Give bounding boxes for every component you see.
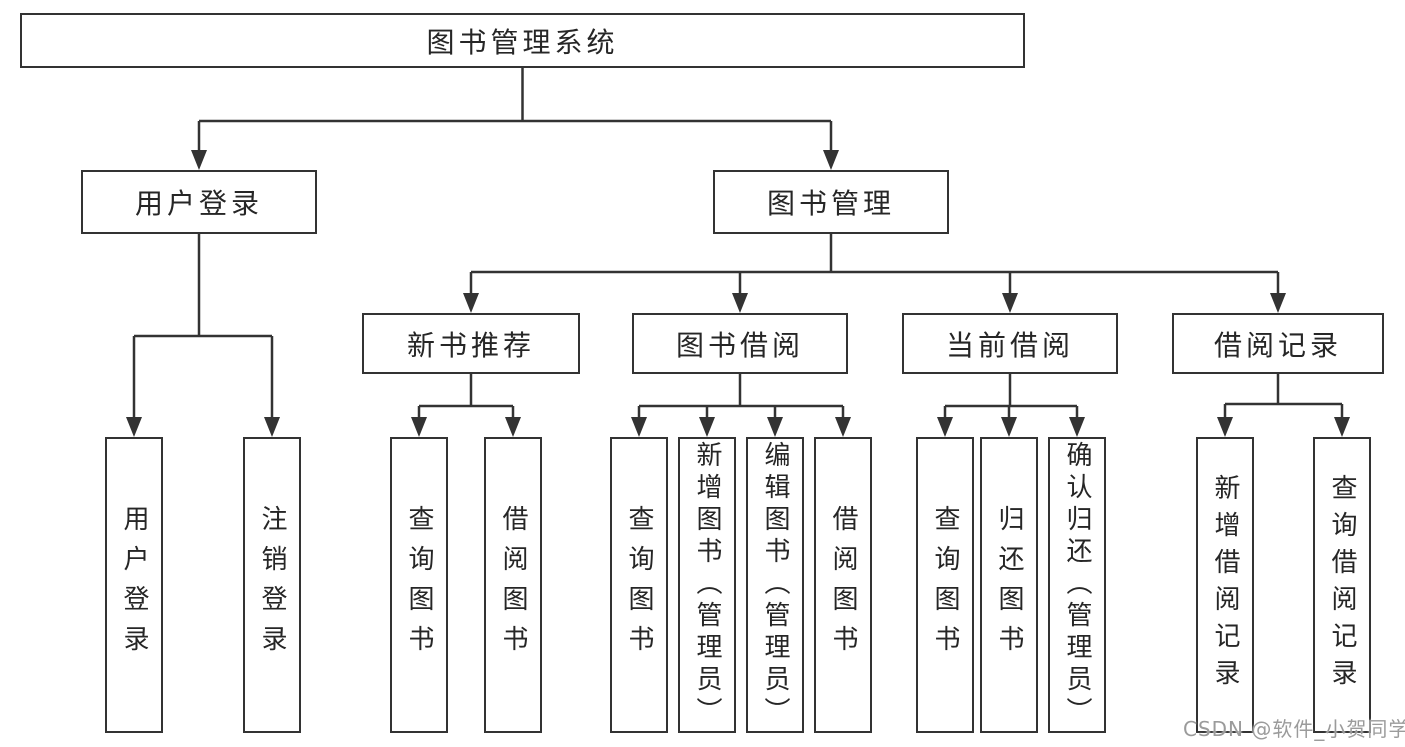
connector-borrow-records-group xyxy=(1223,374,1344,419)
node-label: 图书借阅 xyxy=(675,328,804,362)
node-user-login: 用户登录 xyxy=(81,170,317,234)
connector-lines xyxy=(132,68,1344,419)
node-leaf-query-books-borrow: 查询图书 xyxy=(610,437,668,733)
csdn-watermark: CSDN @软件_小贺同学 xyxy=(1183,717,1405,741)
node-book-management: 图书管理 xyxy=(713,170,949,234)
node-label: 图书管理 xyxy=(766,187,895,220)
node-label: 查询图书 xyxy=(624,505,654,665)
node-label: 查询借阅记录 xyxy=(1327,474,1357,696)
node-current-borrow: 当前借阅 xyxy=(902,313,1118,374)
node-leaf-confirm-return-admin: 确认归还（管理员） xyxy=(1048,437,1106,733)
node-label: 用户登录 xyxy=(134,187,263,220)
arrowhead xyxy=(191,150,207,170)
node-label: 用户登录 xyxy=(119,505,149,665)
arrowhead xyxy=(463,293,479,313)
arrowhead xyxy=(264,417,280,437)
node-label: 新增图书（管理员） xyxy=(692,441,722,729)
node-label: 确认归还（管理员） xyxy=(1062,441,1092,729)
arrowhead xyxy=(1217,417,1233,437)
node-leaf-borrow-books-recommend: 借阅图书 xyxy=(484,437,542,733)
arrowhead xyxy=(1334,417,1350,437)
arrowhead xyxy=(1002,293,1018,313)
node-book-borrow: 图书借阅 xyxy=(632,313,848,374)
node-label: 新书推荐 xyxy=(406,328,535,362)
arrowhead xyxy=(937,417,953,437)
node-label: 编辑图书（管理员） xyxy=(760,441,790,729)
node-leaf-query-books-current: 查询图书 xyxy=(916,437,974,733)
arrowhead xyxy=(699,417,715,437)
arrowhead xyxy=(732,293,748,313)
node-leaf-query-books-recommend: 查询图书 xyxy=(390,437,448,733)
connector-book-mgmt-to-level3 xyxy=(469,234,1280,296)
node-leaf-borrow-books: 借阅图书 xyxy=(814,437,872,733)
arrowhead xyxy=(631,417,647,437)
node-leaf-user-login: 用户登录 xyxy=(105,437,163,733)
node-borrow-records: 借阅记录 xyxy=(1172,313,1384,374)
node-label: 当前借阅 xyxy=(945,328,1074,362)
node-leaf-return-books: 归还图书 xyxy=(980,437,1038,733)
node-label: 借阅记录 xyxy=(1213,328,1342,362)
arrowhead xyxy=(1270,293,1286,313)
connector-new-book-group xyxy=(417,374,515,419)
arrowhead xyxy=(1069,417,1085,437)
node-leaf-logout: 注销登录 xyxy=(243,437,301,733)
node-label: 图书管理系统 xyxy=(426,25,619,59)
node-label: 查询图书 xyxy=(930,505,960,665)
arrowhead xyxy=(411,417,427,437)
connector-user-login-group xyxy=(132,234,274,419)
node-new-book-recommend: 新书推荐 xyxy=(362,313,580,374)
node-leaf-query-borrow-record: 查询借阅记录 xyxy=(1313,437,1371,733)
node-label: 注销登录 xyxy=(257,505,287,665)
connector-root-to-level2 xyxy=(197,68,833,152)
arrowhead xyxy=(767,417,783,437)
node-label: 新增借阅记录 xyxy=(1210,474,1240,696)
node-label: 归还图书 xyxy=(994,505,1024,665)
arrowhead xyxy=(823,150,839,170)
arrowheads xyxy=(126,150,1350,437)
connector-current-borrow-group xyxy=(943,374,1079,419)
arrowhead xyxy=(505,417,521,437)
node-leaf-add-books-admin: 新增图书（管理员） xyxy=(678,437,736,733)
node-library-management-system: 图书管理系统 xyxy=(20,13,1025,68)
arrowhead xyxy=(835,417,851,437)
node-label: 借阅图书 xyxy=(498,505,528,665)
node-leaf-add-borrow-record: 新增借阅记录 xyxy=(1196,437,1254,733)
node-label: 查询图书 xyxy=(404,505,434,665)
node-leaf-edit-books-admin: 编辑图书（管理员） xyxy=(746,437,804,733)
arrowhead xyxy=(1001,417,1017,437)
connector-book-borrow-group xyxy=(637,374,845,419)
arrowhead xyxy=(126,417,142,437)
node-label: 借阅图书 xyxy=(828,505,858,665)
